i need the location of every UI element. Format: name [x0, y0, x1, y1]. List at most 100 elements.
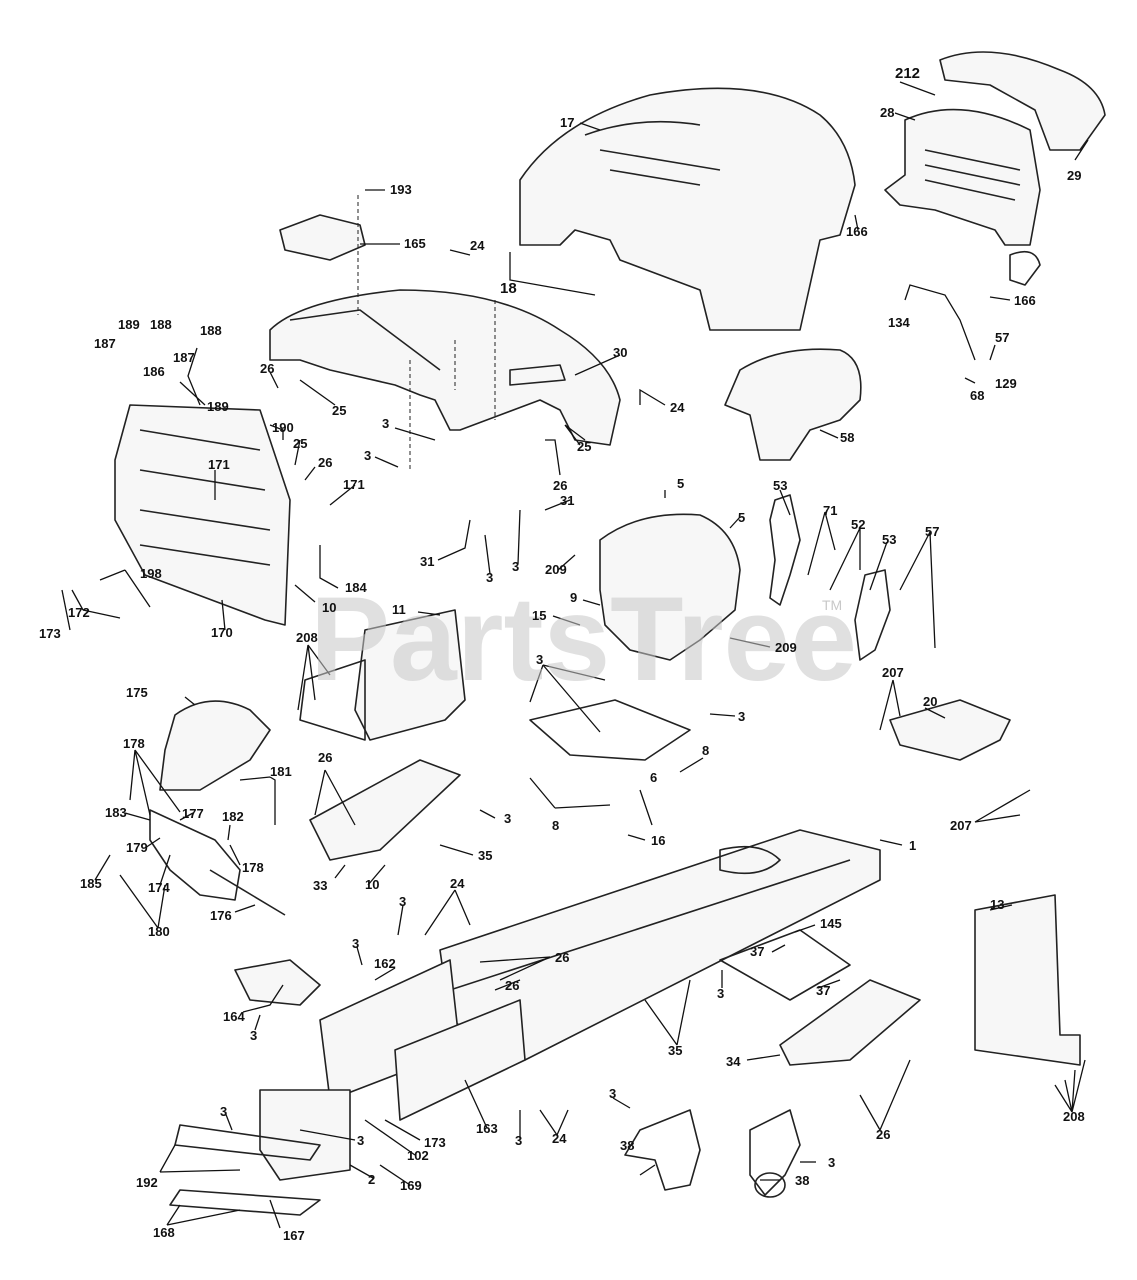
callout-173a: 173: [39, 626, 61, 641]
callout-134: 134: [888, 315, 910, 330]
callout-171a: 171: [208, 457, 230, 472]
callout-166a: 166: [846, 224, 868, 239]
callout-26d: 26: [318, 750, 332, 765]
bracket-53-a: [769, 494, 801, 606]
callout-24a: 24: [470, 238, 485, 253]
callout-33: 33: [313, 878, 327, 893]
callout-29: 29: [1067, 168, 1081, 183]
callout-3l: 3: [220, 1104, 227, 1119]
bracket-53-b: [854, 569, 891, 661]
callout-38b: 38: [795, 1173, 809, 1188]
callout-5a: 5: [677, 476, 684, 491]
callout-187a: 187: [94, 336, 116, 351]
watermark-text: PartsTree: [310, 572, 857, 706]
callout-26g: 26: [876, 1127, 890, 1142]
callout-18: 18: [500, 280, 517, 297]
callout-3d: 3: [486, 570, 493, 585]
callout-189b: 189: [207, 399, 229, 414]
callout-163: 163: [476, 1121, 498, 1136]
part-outlines: [114, 51, 1106, 1216]
dash-panel-30: [269, 289, 621, 446]
callout-209a: 209: [545, 562, 567, 577]
callout-3e: 3: [536, 652, 543, 667]
footrest-34: [779, 979, 921, 1066]
callout-9: 9: [570, 590, 577, 605]
callout-28: 28: [880, 105, 894, 120]
callout-176: 176: [210, 908, 232, 923]
callout-145: 145: [820, 916, 842, 931]
bracket-38-b: [749, 1109, 801, 1196]
callout-3g: 3: [504, 811, 511, 826]
callout-3f: 3: [738, 709, 745, 724]
callout-171b: 171: [343, 477, 365, 492]
watermark-tm: TM: [822, 597, 842, 613]
callout-11: 11: [392, 602, 406, 617]
callout-193: 193: [390, 182, 412, 197]
callout-1: 1: [909, 838, 916, 853]
callout-170: 170: [211, 625, 233, 640]
callout-198: 198: [140, 566, 162, 581]
callout-53b: 53: [882, 532, 896, 547]
callout-188a: 188: [150, 317, 172, 332]
callout-174: 174: [148, 880, 170, 895]
callout-188b: 188: [200, 323, 222, 338]
callout-212: 212: [895, 65, 920, 82]
callout-3b: 3: [364, 448, 371, 463]
callout-25c: 25: [577, 439, 591, 454]
callout-182: 182: [222, 809, 244, 824]
callout-10b: 10: [365, 877, 379, 892]
callout-24b: 24: [670, 400, 685, 415]
callout-169: 169: [400, 1178, 422, 1193]
callout-26b: 26: [318, 455, 332, 470]
callout-6: 6: [650, 770, 657, 785]
leader-lines: [61, 81, 1089, 1229]
callout-26a: 26: [260, 361, 274, 376]
callout-179: 179: [126, 840, 148, 855]
callout-34: 34: [726, 1054, 741, 1069]
plate-20: [889, 699, 1011, 761]
callout-166b: 166: [1014, 293, 1036, 308]
callout-17: 17: [560, 115, 574, 130]
callout-172: 172: [68, 605, 90, 620]
callout-13: 13: [990, 897, 1004, 912]
callout-187b: 187: [173, 350, 195, 365]
callout-180: 180: [148, 924, 170, 939]
callout-190: 190: [272, 420, 294, 435]
callout-26f: 26: [505, 978, 519, 993]
callout-labels: 212 28 29 17 193 1 6 5 24 18 166 166 134 5…: [39, 65, 1085, 1243]
hitch-plate-2: [259, 1089, 351, 1181]
callout-57a: 57: [995, 330, 1009, 345]
callout-8a: 8: [702, 743, 709, 758]
callout-31b: 31: [420, 554, 434, 569]
callout-26e: 26: [555, 950, 569, 965]
callout-192: 192: [136, 1175, 158, 1190]
callout-177: 177: [182, 806, 204, 821]
frame-163: [394, 999, 526, 1121]
callout-209b: 209: [775, 640, 797, 655]
callout-164: 164: [223, 1009, 245, 1024]
callout-102: 102: [407, 1148, 429, 1163]
callout-57b: 57: [925, 524, 939, 539]
callout-3a: 3: [382, 416, 389, 431]
callout-3c: 3: [512, 559, 519, 574]
callout-38a: 38: [620, 1138, 634, 1153]
callout-168: 168: [153, 1225, 175, 1240]
callout-207b: 207: [950, 818, 972, 833]
callout-37a: 37: [750, 944, 764, 959]
engine-shield-9: [599, 513, 741, 661]
callout-173b: 173: [424, 1135, 446, 1150]
watermark: PartsTree TM: [310, 572, 857, 706]
callout-167: 167: [283, 1228, 305, 1243]
callout-24d: 24: [552, 1131, 567, 1146]
callout-181: 181: [270, 764, 292, 779]
callout-208b: 208: [1063, 1109, 1085, 1124]
callout-184: 184: [345, 580, 367, 595]
callout-3h: 3: [399, 894, 406, 909]
callout-3p: 3: [828, 1155, 835, 1170]
shroud-58: [724, 348, 862, 461]
panel-11: [354, 609, 466, 741]
steering-assembly: [149, 809, 241, 901]
callout-3n: 3: [515, 1133, 522, 1148]
callout-31a: 31: [560, 493, 574, 508]
